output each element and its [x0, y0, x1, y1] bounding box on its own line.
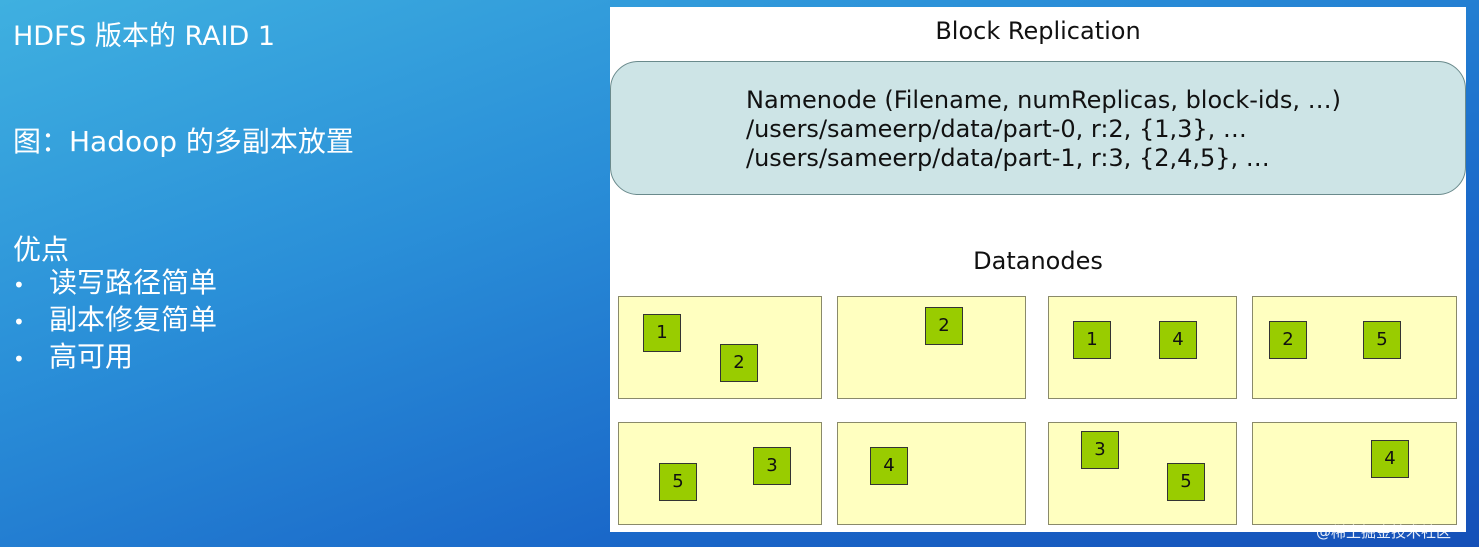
bullet-icon: •: [13, 347, 25, 371]
block-chip: 2: [925, 307, 963, 345]
block-chip: 2: [1269, 321, 1307, 359]
pros-heading: 优点: [13, 233, 70, 266]
list-item: • 高可用: [13, 338, 217, 375]
diagram-title: Block Replication: [935, 17, 1141, 45]
block-chip: 3: [753, 447, 791, 485]
pro-item-text: 高可用: [49, 340, 134, 373]
block-replication-diagram: Block Replication Namenode (Filename, nu…: [610, 7, 1466, 532]
namenode-line: /users/sameerp/data/part-0, r:2, {1,3}, …: [746, 115, 1247, 143]
block-chip: 4: [1159, 321, 1197, 359]
block-chip: 1: [1073, 321, 1111, 359]
block-chip: 5: [1363, 321, 1401, 359]
block-chip: 5: [659, 463, 697, 501]
block-chip: 1: [643, 314, 681, 352]
namenode-line: Namenode (Filename, numReplicas, block-i…: [746, 86, 1341, 114]
pros-list: • 读写路径简单 • 副本修复简单 • 高可用: [13, 264, 217, 375]
block-chip: 4: [1371, 440, 1409, 478]
datanode-box: 2: [837, 296, 1026, 399]
datanode-box: 2 5: [1252, 296, 1457, 399]
datanode-box: 3 5: [1048, 422, 1237, 525]
datanode-box: 4: [1252, 422, 1457, 525]
bullet-icon: •: [13, 273, 25, 297]
block-chip: 5: [1167, 463, 1205, 501]
datanodes-label: Datanodes: [973, 247, 1103, 275]
slide-text: HDFS 版本的 RAID 1 图：Hadoop 的多副本放置 优点 • 读写路径…: [0, 0, 610, 547]
list-item: • 读写路径简单: [13, 264, 217, 301]
block-chip: 3: [1081, 431, 1119, 469]
datanode-box: 5 3: [618, 422, 822, 525]
namenode-line: /users/sameerp/data/part-1, r:3, {2,4,5}…: [746, 144, 1270, 172]
pro-item-text: 副本修复简单: [49, 303, 218, 336]
bullet-icon: •: [13, 310, 25, 334]
slide-title: HDFS 版本的 RAID 1: [13, 21, 276, 52]
datanode-box: 4: [837, 422, 1026, 525]
datanode-box: 1 4: [1048, 296, 1237, 399]
figure-caption: 图：Hadoop 的多副本放置: [13, 125, 354, 158]
block-chip: 2: [720, 344, 758, 382]
pro-item-text: 读写路径简单: [49, 266, 218, 299]
namenode-box: Namenode (Filename, numReplicas, block-i…: [610, 61, 1466, 195]
list-item: • 副本修复简单: [13, 301, 217, 338]
block-chip: 4: [870, 447, 908, 485]
datanode-box: 1 2: [618, 296, 822, 399]
source-credit: @稀土掘金技术社区: [1316, 523, 1452, 541]
